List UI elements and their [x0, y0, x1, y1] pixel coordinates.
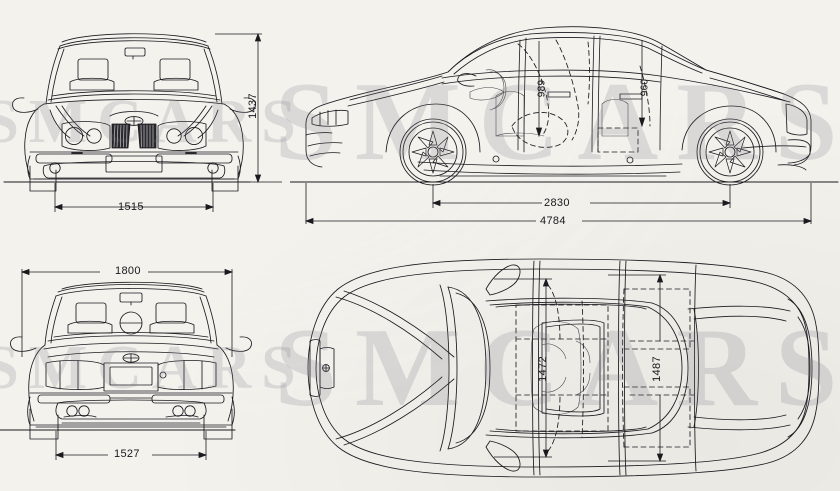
- front-elevation-drawing: [3, 32, 282, 212]
- dimension-label-989: 989: [536, 79, 548, 98]
- side-elevation-view: SMCARS: [275, 0, 840, 245]
- dimension-label-1487: 1487: [650, 356, 663, 382]
- dimension-label-1437: 1437: [246, 93, 259, 119]
- plan-view-drawing: [307, 258, 820, 478]
- dimension-label-2830: 2830: [544, 197, 570, 209]
- plan-view: SMCARS: [275, 245, 840, 491]
- dimension-2830: [431, 184, 732, 208]
- rear-elevation-view: SMCARS: [0, 245, 296, 491]
- dimension-label-1472: 1472: [536, 356, 549, 382]
- dimension-label-1515: 1515: [118, 201, 144, 213]
- dimension-label-960: 960: [639, 78, 651, 97]
- front-elevation-view: SMCARS: [0, 0, 296, 245]
- dimension-label-1527: 1527: [114, 448, 140, 460]
- dimension-label-1800: 1800: [115, 265, 141, 277]
- rear-elevation-drawing: [0, 268, 252, 460]
- dimension-label-4784: 4784: [540, 215, 566, 227]
